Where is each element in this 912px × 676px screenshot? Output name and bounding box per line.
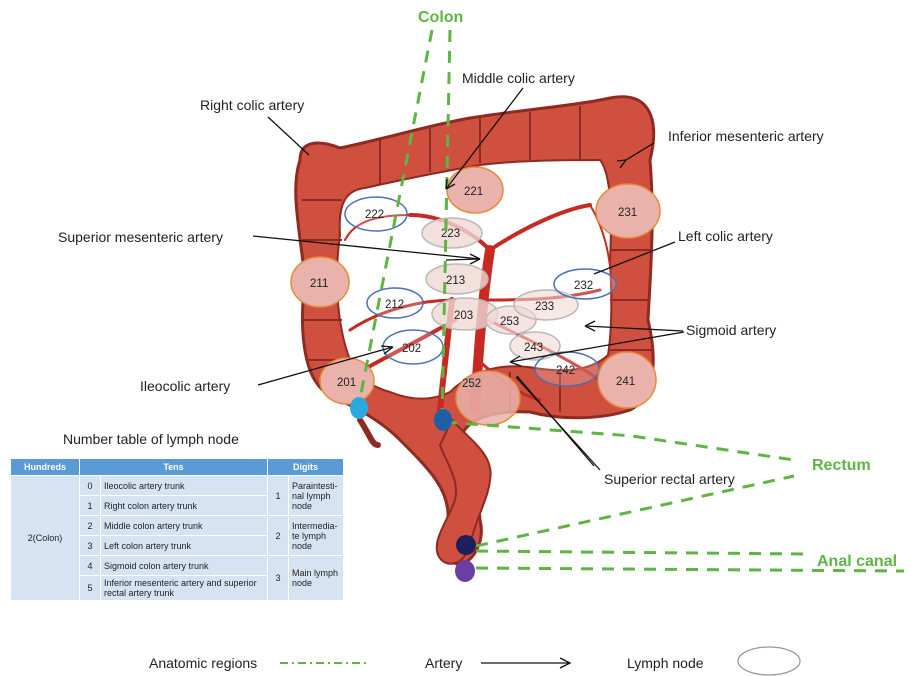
digits-num-3: 3 [268, 556, 288, 600]
table-header-tens: Tens [80, 459, 267, 475]
tens-text-4: Sigmoid colon artery trunk [101, 556, 267, 575]
node-label-232: 232 [574, 280, 593, 292]
node-label-202: 202 [402, 343, 421, 355]
node-label-242: 242 [556, 365, 575, 377]
colon-end-marker [434, 409, 452, 431]
region-label-anal-canal: Anal canal [817, 553, 897, 570]
anal-canal-marker [455, 560, 475, 582]
legend-artery-arrow [481, 658, 570, 668]
label-superior-rectal-artery: Superior rectal artery [604, 471, 735, 487]
label-middle-colic-artery: Middle colic artery [462, 70, 575, 86]
node-label-233: 233 [535, 301, 554, 313]
label-left-colic-artery: Left colic artery [678, 228, 773, 244]
tens-num-5: 5 [80, 576, 100, 600]
table-header-digits: Digits [268, 459, 343, 475]
label-inferior-mesenteric-artery: Inferior mesenteric artery [668, 128, 824, 144]
node-label-212: 212 [385, 299, 404, 311]
rectum-end-marker [456, 535, 476, 555]
node-label-211: 211 [310, 278, 328, 290]
label-sigmoid-artery: Sigmoid artery [686, 322, 776, 338]
node-label-243: 243 [524, 342, 543, 354]
label-ileocolic-artery: Ileocolic artery [140, 378, 230, 394]
tens-num-2: 2 [80, 516, 100, 535]
node-label-201: 201 [337, 377, 356, 389]
table-header-hundreds: Hundreds [11, 459, 79, 475]
tens-text-1: Right colon artery trunk [101, 496, 267, 515]
digits-text-2: Intermedia-te lymph node [289, 516, 343, 555]
tens-num-4: 4 [80, 556, 100, 575]
region-label-rectum: Rectum [812, 457, 871, 474]
label-right-colic-artery: Right colic artery [200, 97, 304, 113]
table-title: Number table of lymph node [63, 431, 239, 447]
node-label-221: 221 [464, 186, 483, 198]
node-label-222: 222 [365, 209, 384, 221]
digits-num-1: 1 [268, 476, 288, 515]
table-hundreds-cell: 2(Colon) [11, 476, 79, 600]
tens-text-0: Ileocolic artery trunk [101, 476, 267, 495]
tens-text-2: Middle colon artery trunk [101, 516, 267, 535]
tens-num-1: 1 [80, 496, 100, 515]
tens-num-3: 3 [80, 536, 100, 555]
region-label-colon: Colon [418, 9, 463, 26]
label-superior-mesenteric-artery: Superior mesenteric artery [58, 229, 223, 245]
legend-lymph-label: Lymph node [627, 655, 704, 671]
node-label-231: 231 [618, 207, 637, 219]
digits-num-2: 2 [268, 516, 288, 555]
colon-start-marker [350, 397, 368, 419]
legend: Anatomic regions Artery Lymph node [149, 647, 800, 675]
node-label-223: 223 [441, 228, 460, 240]
node-label-203: 203 [454, 310, 473, 322]
node-label-252: 252 [462, 378, 481, 390]
node-label-253: 253 [500, 316, 519, 328]
node-label-213: 213 [446, 275, 465, 287]
node-label-241: 241 [616, 376, 635, 388]
legend-artery-label: Artery [425, 655, 462, 671]
tens-text-5: Inferior mesenteric artery and superior … [101, 576, 267, 600]
digits-text-1: Paraintesti-nal lymph node [289, 476, 343, 515]
legend-regions-label: Anatomic regions [149, 655, 257, 671]
tens-text-3: Left colon artery trunk [101, 536, 267, 555]
digits-text-3: Main lymph node [289, 556, 343, 600]
tens-num-0: 0 [80, 476, 100, 495]
legend-lymph-ellipse [738, 647, 800, 675]
lymph-number-table: Hundreds Tens Digits 2(Colon) 0 Ileocoli… [10, 458, 344, 601]
